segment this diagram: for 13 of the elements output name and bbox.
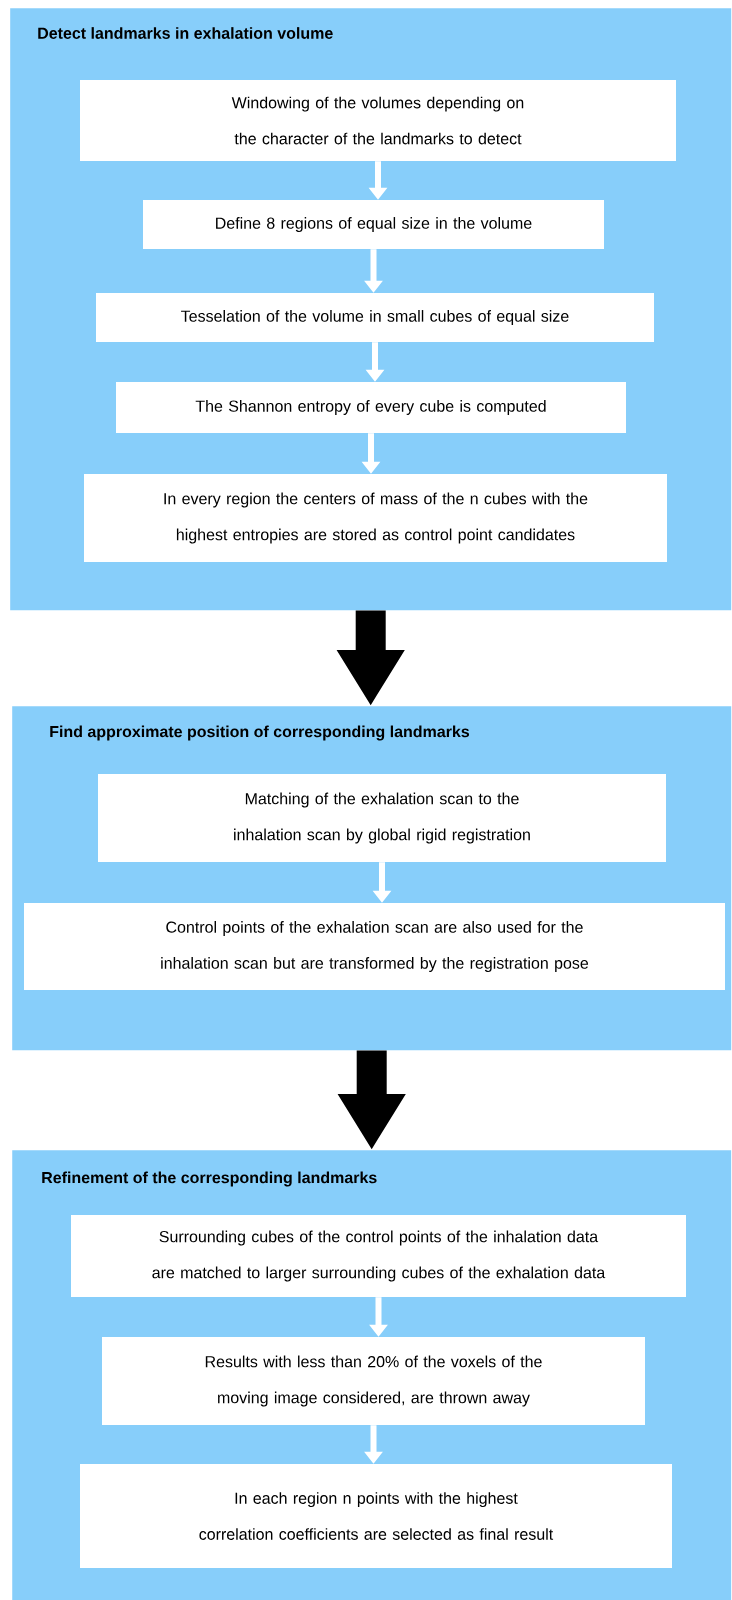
process-box: Matching of the exhalation scan to the inhalation scan by global rigid registration [98,774,666,862]
process-box: The Shannon entropy of every cube is computed [116,382,626,433]
panel-title: Detect landmarks in exhalation volume [38,27,333,39]
process-box: In every region the centers of mass of the n cubes with the highest entropies are stored as control point candidates [84,474,667,562]
process-box: In each region n points with the highest correlation coefficients are selected as final result [80,1464,672,1568]
process-box: Results with less than 20% of the voxels of the moving image considered, are thrown away [102,1337,645,1425]
process-box: Tesselation of the volume in small cubes of equal size [96,293,654,342]
panel-title: Refinement of the corresponding landmarks [42,1171,377,1187]
process-box: Control points of the exhalation scan are also used for the inhalation scan but are transformed by the registration pose [24,903,725,990]
panel-title: Find approximate position of corresponding landmarks [50,725,470,741]
process-box: Surrounding cubes of the control points of the inhalation data are matched to larger surrounding cubes of the exhalation data [71,1215,686,1297]
process-box: Define 8 regions of equal size in the volume [143,200,604,249]
process-box: Windowing of the volumes depending on the character of the landmarks to detect [80,80,676,161]
